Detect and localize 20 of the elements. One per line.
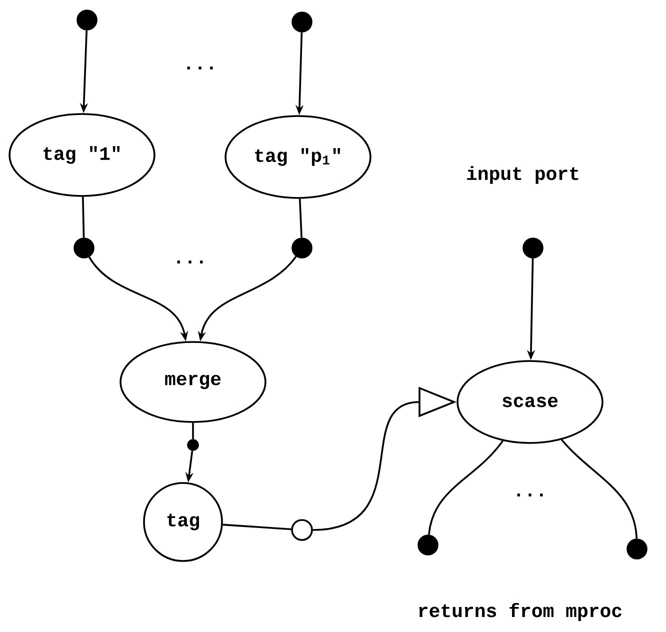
port-dot — [292, 238, 312, 258]
connector — [298, 198, 302, 238]
label-text: ... — [187, 66, 213, 70]
label-text: returns from mproc — [419, 602, 622, 621]
port-dot — [626, 538, 648, 560]
label-text: ... — [177, 260, 203, 264]
label-text: input port — [467, 166, 578, 184]
connector — [82, 196, 85, 238]
port-dot — [522, 238, 544, 258]
connector — [428, 440, 504, 535]
port-dot — [187, 439, 199, 451]
label-text: ... — [517, 494, 543, 496]
port-dot — [74, 238, 94, 258]
connector — [561, 439, 638, 539]
connector — [222, 524, 292, 530]
connector — [192, 422, 194, 440]
port-dot — [418, 534, 438, 556]
port-dot — [76, 10, 98, 30]
port-dot — [292, 12, 312, 32]
open-circle — [291, 519, 313, 541]
